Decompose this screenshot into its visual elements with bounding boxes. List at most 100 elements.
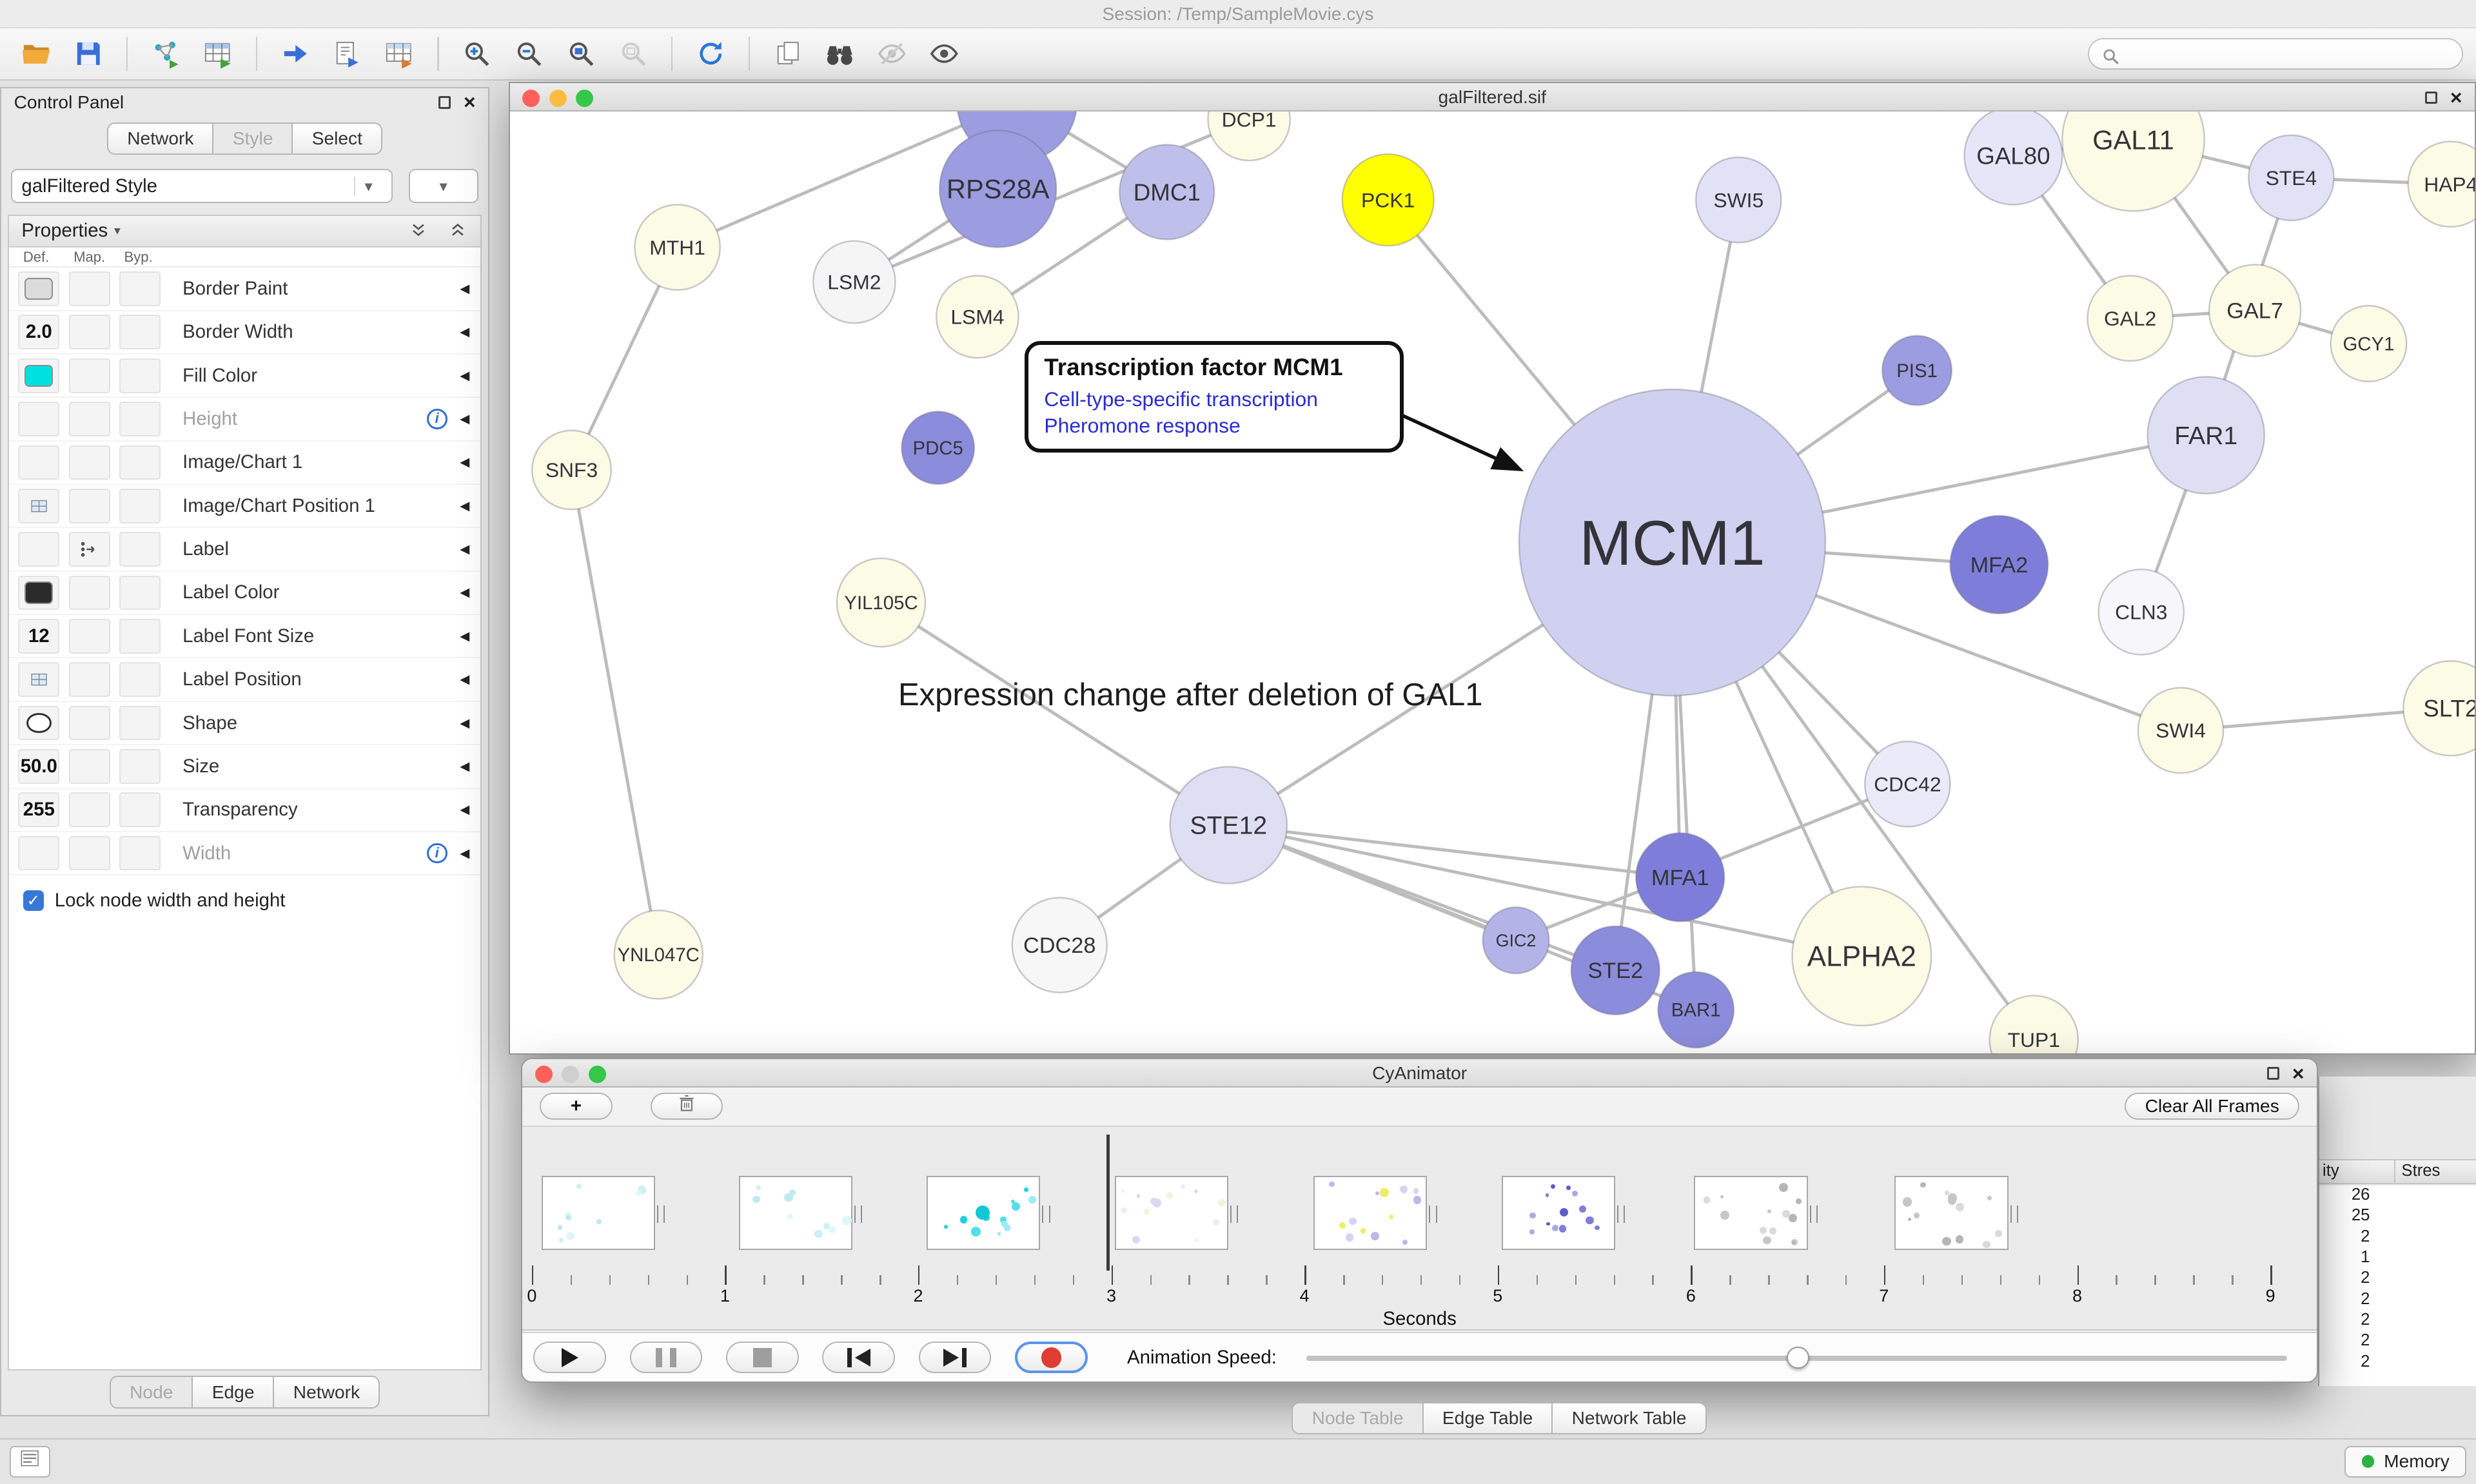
node-MCM1[interactable]: [1518, 389, 1826, 697]
node-GIC2[interactable]: [1481, 906, 1550, 975]
play-button[interactable]: [533, 1342, 606, 1374]
default-value-cell[interactable]: [18, 445, 60, 480]
node-PDC5[interactable]: [900, 411, 975, 485]
zoom-fit-button[interactable]: [557, 34, 604, 75]
default-value-cell[interactable]: [18, 358, 60, 393]
export-file-button[interactable]: [324, 34, 371, 75]
expand-all-icon[interactable]: [447, 220, 468, 241]
collapse-all-icon[interactable]: [408, 220, 429, 241]
bypass-cell[interactable]: [119, 532, 161, 567]
timeline-playhead[interactable]: [1106, 1134, 1110, 1271]
zoom-out-button[interactable]: [506, 34, 553, 75]
edge-STE12-YIL105C[interactable]: [879, 601, 1230, 827]
table-row[interactable]: 2: [2319, 1311, 2476, 1331]
close-window-button[interactable]: [522, 90, 540, 108]
go-to-end-button[interactable]: [918, 1342, 992, 1374]
default-value-cell[interactable]: 255: [18, 792, 60, 828]
node-LSM4[interactable]: [935, 275, 1019, 359]
node-HAP4[interactable]: [2407, 141, 2475, 228]
node-SWI5[interactable]: [1695, 157, 1782, 244]
memory-button[interactable]: Memory: [2344, 1445, 2467, 1478]
show-panels-button[interactable]: [9, 1445, 51, 1478]
node-DMC1[interactable]: [1118, 144, 1215, 241]
node-PCK1[interactable]: [1341, 153, 1435, 247]
node-CLN3[interactable]: [2098, 569, 2185, 656]
node-DCP1[interactable]: [1206, 112, 1291, 162]
close-view-icon[interactable]: ×: [2292, 1061, 2304, 1085]
column-header[interactable]: Stres: [2401, 1161, 2441, 1180]
mapping-cell[interactable]: [68, 705, 110, 741]
expand-arrow-icon[interactable]: ◀: [460, 585, 470, 600]
show-all-button[interactable]: [921, 34, 968, 75]
import-table-button[interactable]: [194, 34, 241, 75]
frame-handle[interactable]: [656, 1205, 665, 1223]
save-button[interactable]: [64, 34, 112, 75]
mapping-cell[interactable]: [68, 315, 110, 350]
mapping-cell[interactable]: [68, 532, 110, 567]
zoom-in-button[interactable]: [453, 34, 500, 75]
tab-edge-style[interactable]: Edge: [192, 1376, 275, 1409]
bypass-cell[interactable]: [119, 792, 161, 828]
table-row[interactable]: 2: [2319, 1290, 2476, 1311]
frame-thumbnail-2[interactable]: [738, 1175, 863, 1250]
frame-handle[interactable]: [1809, 1205, 1818, 1223]
mapping-cell[interactable]: [68, 445, 110, 480]
edge-STE12-ALPHA2[interactable]: [1228, 823, 1862, 959]
expand-arrow-icon[interactable]: ◀: [460, 629, 470, 643]
property-row-shape[interactable]: Shape◀: [8, 702, 481, 746]
expand-arrow-icon[interactable]: ◀: [460, 455, 470, 470]
table-row[interactable]: 2: [2319, 1227, 2476, 1248]
edge-top-clip-MTH1[interactable]: [676, 112, 1017, 249]
import-network-button[interactable]: [142, 34, 189, 75]
bypass-cell[interactable]: [119, 835, 161, 871]
tab-network-style[interactable]: Network: [273, 1376, 380, 1409]
bypass-cell[interactable]: [119, 488, 161, 523]
default-value-cell[interactable]: [18, 402, 60, 437]
tab-style[interactable]: Style: [212, 122, 293, 155]
tab-node-style[interactable]: Node: [109, 1376, 193, 1409]
tab-network-table[interactable]: Network Table: [1551, 1401, 1707, 1435]
frame-thumbnail-5[interactable]: [1313, 1175, 1437, 1250]
table-row[interactable]: 1: [2319, 1248, 2476, 1269]
mapping-cell[interactable]: [68, 488, 110, 523]
node-GCY1[interactable]: [2330, 305, 2408, 383]
default-value-cell[interactable]: [18, 532, 60, 567]
add-frame-button[interactable]: +: [540, 1093, 613, 1120]
bypass-cell[interactable]: [119, 662, 161, 698]
bypass-cell[interactable]: [119, 315, 161, 350]
expand-arrow-icon[interactable]: ◀: [460, 542, 470, 557]
node-YNL047C[interactable]: [613, 910, 703, 1000]
tab-select[interactable]: Select: [291, 122, 383, 155]
float-window-icon[interactable]: [2266, 1067, 2280, 1080]
mapping-cell[interactable]: [68, 271, 110, 306]
pause-button[interactable]: [629, 1342, 703, 1374]
mapping-cell[interactable]: [68, 358, 110, 393]
frame-thumbnail-6[interactable]: [1501, 1175, 1625, 1250]
expand-arrow-icon[interactable]: ◀: [460, 498, 470, 513]
frame-handle[interactable]: [1042, 1205, 1050, 1223]
table-row[interactable]: 26: [2319, 1186, 2476, 1206]
node-MFA2[interactable]: [1949, 515, 2049, 615]
export-table-button[interactable]: [376, 34, 423, 75]
node-STE4[interactable]: [2247, 134, 2335, 222]
frame-handle[interactable]: [2010, 1205, 2018, 1223]
zoom-window-button[interactable]: [576, 90, 594, 108]
node-TUP1[interactable]: [1989, 995, 2079, 1053]
bypass-cell[interactable]: [119, 445, 161, 480]
default-value-cell[interactable]: 12: [18, 618, 60, 654]
zoom-window-button[interactable]: [588, 1065, 606, 1083]
mapping-cell[interactable]: [68, 662, 110, 698]
node-STE12[interactable]: [1169, 766, 1288, 885]
mapping-cell[interactable]: [68, 402, 110, 437]
search-input[interactable]: [2128, 43, 2450, 64]
default-value-cell[interactable]: [18, 705, 60, 741]
frame-handle[interactable]: [1429, 1205, 1437, 1223]
expand-arrow-icon[interactable]: ◀: [460, 672, 470, 687]
table-row[interactable]: 25: [2319, 1206, 2476, 1227]
node-CDC42[interactable]: [1863, 741, 1951, 828]
stop-button[interactable]: [726, 1342, 799, 1374]
